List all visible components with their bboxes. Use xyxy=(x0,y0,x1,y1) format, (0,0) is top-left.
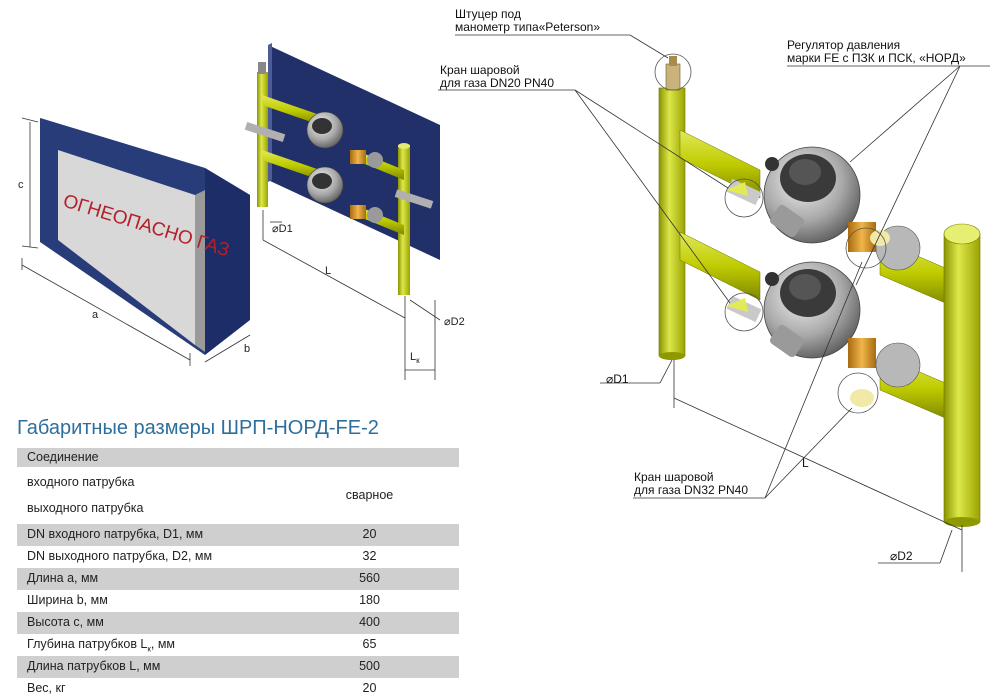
spec-row-name: DN выходного патрубка, D2, мм xyxy=(27,549,213,563)
regulator-label-line1: Регулятор давления xyxy=(787,38,901,52)
dim-a-label: a xyxy=(92,309,99,321)
small-unit-pipework xyxy=(244,62,434,295)
dim-d1-text: D1 xyxy=(613,372,629,386)
spec-outlet-label: выходного патрубка xyxy=(27,501,144,515)
spec-row-name: DN входного патрубка, D1, мм xyxy=(27,527,204,541)
dim-l-small-label: L xyxy=(325,265,331,277)
valve-small-label: Кран шаровой для газа DN20 PN40 xyxy=(440,64,554,90)
spec-row-name: Высота c, мм xyxy=(27,615,104,629)
dim-d1-small-label: ⌀D1 xyxy=(272,223,293,235)
dim-c-label: c xyxy=(18,179,24,191)
spec-row-name: Длина a, мм xyxy=(27,571,99,585)
spec-row-value: 500 xyxy=(359,659,380,673)
dim-lk-label: Lк xyxy=(410,351,420,365)
valve-large-label-line1: Кран шаровой xyxy=(634,470,714,484)
valve-large-label-line2: для газа DN32 PN40 xyxy=(634,483,749,497)
spec-row-value: 180 xyxy=(359,593,380,607)
valve-large-label: Кран шаровой для газа DN32 PN40 xyxy=(634,471,748,497)
dim-b-label: b xyxy=(244,343,250,355)
spec-header-row: Соединение xyxy=(17,448,459,467)
assembly-dimension-lines xyxy=(262,210,441,380)
fitting-label-line1: Штуцер под xyxy=(455,7,521,21)
spec-row-name: Длина патрубков L, мм xyxy=(27,659,161,673)
dim-d2-text: D2 xyxy=(897,549,913,563)
spec-row-width-b: Ширина b, мм 180 xyxy=(17,590,459,612)
spec-row-value: 65 xyxy=(362,637,377,651)
dim-l-label: L xyxy=(802,456,809,470)
spec-row-dn-outlet: DN выходного патрубка, D2, мм 32 xyxy=(17,546,459,568)
dim-l-text: L xyxy=(802,456,809,470)
spec-row-dn-inlet: DN входного патрубка, D1, мм 20 xyxy=(17,524,459,546)
spec-row-name-tail: , мм xyxy=(150,637,176,651)
spec-row-length-a: Длина a, мм 560 xyxy=(17,568,459,590)
regulator-lower xyxy=(726,261,921,407)
spec-row-name: Вес, кг xyxy=(27,681,66,695)
spec-row-name: Глубина патрубков Lк, мм xyxy=(27,637,175,654)
spec-row-length-l: Длина патрубков L, мм 500 xyxy=(17,656,459,678)
spec-row-height-c: Высота c, мм 400 xyxy=(17,612,459,634)
spec-connection-value: сварное xyxy=(345,488,394,502)
spec-row-value: 560 xyxy=(359,571,380,585)
fitting-label-line2: манометр типа«Peterson» xyxy=(455,20,601,34)
cabinet-dimension-lines xyxy=(21,117,251,366)
spec-row-weight: Вес, кг 20 xyxy=(17,678,459,700)
gas-cabinet xyxy=(40,118,250,355)
spec-connection-block: входного патрубка выходного патрубка сва… xyxy=(17,467,459,524)
valve-small-label-line1: Кран шаровой xyxy=(440,63,520,77)
spec-row-name: Ширина b, мм xyxy=(27,593,108,607)
callout-circles xyxy=(654,53,887,414)
spec-row-name-main: Глубина патрубков L xyxy=(27,637,148,651)
spec-header-label: Соединение xyxy=(27,450,99,464)
leader-lines xyxy=(438,34,990,572)
dim-d2-small-label: ⌀D2 xyxy=(444,316,465,328)
regulator-label: Регулятор давления марки FE с ПЗК и ПСК,… xyxy=(787,39,966,65)
spec-row-value: 32 xyxy=(362,549,377,563)
dim-d1-label: ⌀D1 xyxy=(606,372,629,386)
spec-table: Соединение входного патрубка выходного п… xyxy=(17,448,459,700)
regulator-label-line2: марки FE с ПЗК и ПСК, «НОРД» xyxy=(787,51,966,65)
fitting-label: Штуцер под манометр типа«Peterson» xyxy=(455,8,600,34)
spec-row-depth-lk: Глубина патрубков Lк, мм 65 xyxy=(17,634,459,656)
spec-row-value: 400 xyxy=(359,615,380,629)
spec-row-name-sub: к xyxy=(147,644,151,654)
regulator-upper xyxy=(726,146,921,271)
spec-inlet-label: входного патрубка xyxy=(27,475,135,489)
spec-row-value: 20 xyxy=(362,527,377,541)
valve-small-label-line2: для газа DN20 PN40 xyxy=(440,76,555,90)
spec-title: Габаритные размеры ШРП-НОРД-FE-2 xyxy=(17,417,379,439)
dim-d2-label: ⌀D2 xyxy=(890,549,913,563)
spec-row-value: 20 xyxy=(362,681,377,695)
